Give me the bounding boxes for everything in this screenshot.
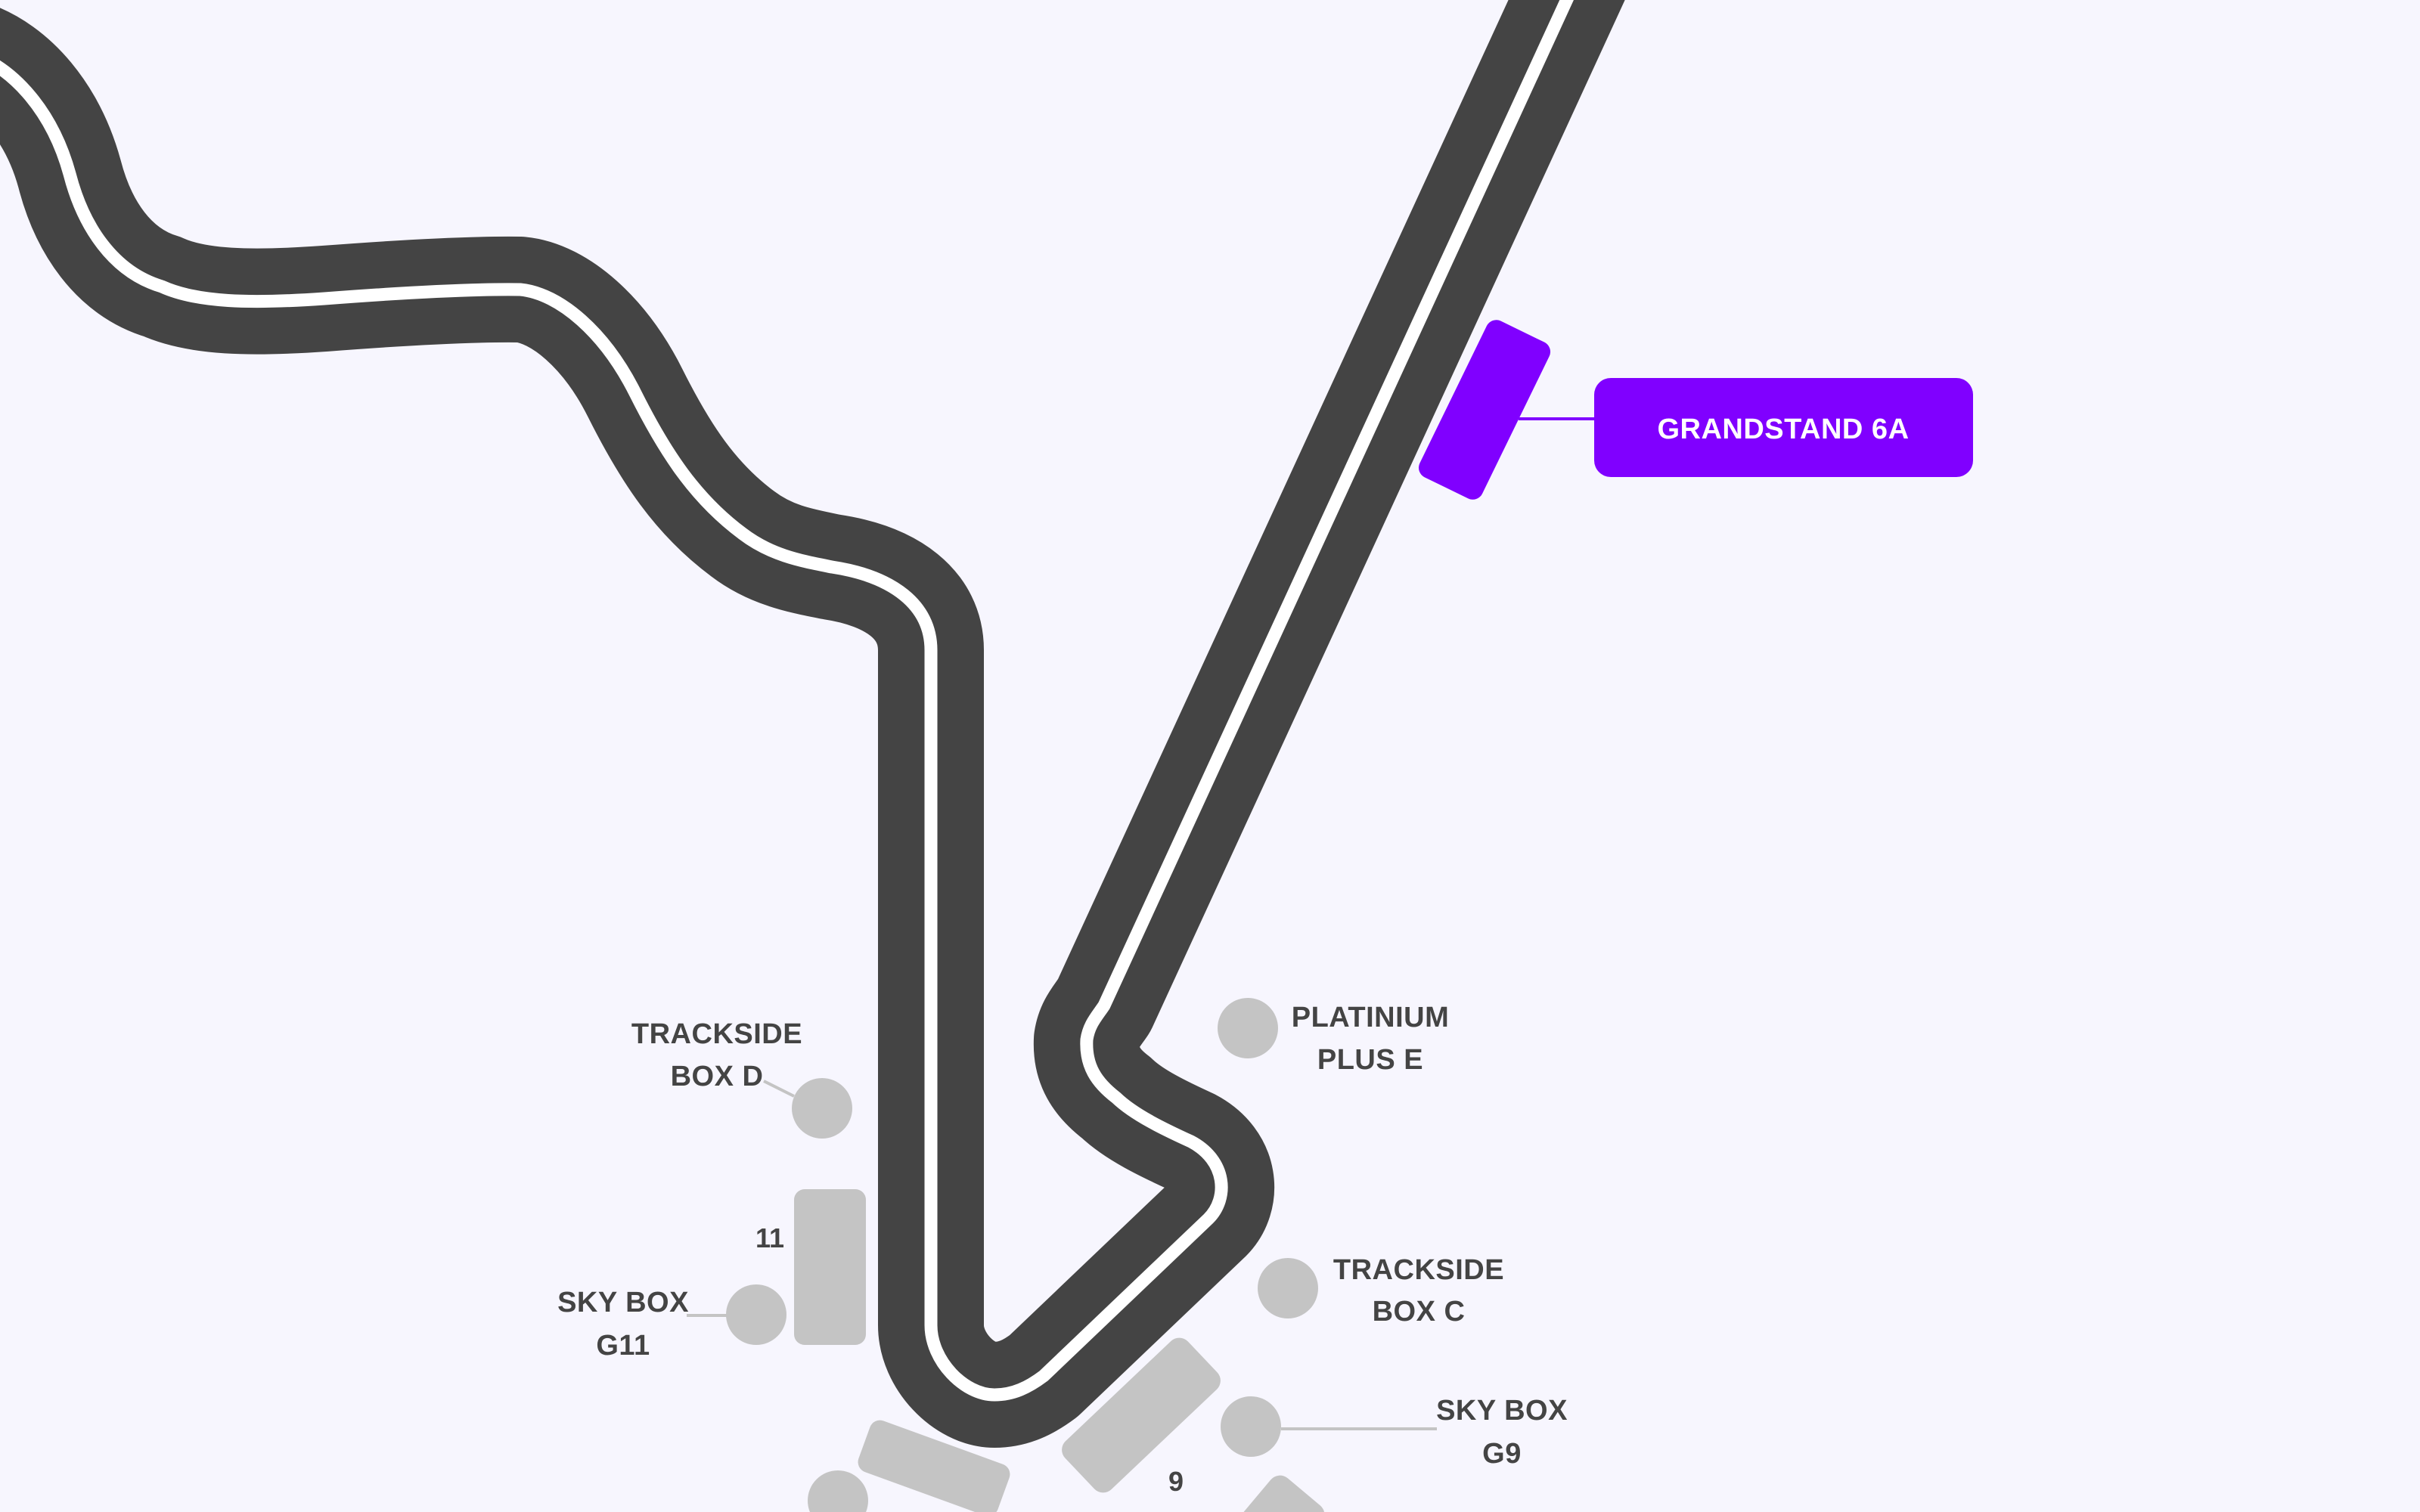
trackside-box-c-label-line1: TRACKSIDE	[1333, 1254, 1504, 1286]
sky-box-g11-label-line1: SKY BOX	[557, 1287, 689, 1318]
track-center-line	[0, 0, 1581, 1395]
stand-bottom-left[interactable]	[855, 1418, 1013, 1512]
trackside-box-c-label-line2: BOX C	[1373, 1296, 1466, 1328]
stand-bottom-left-marker[interactable]	[808, 1470, 868, 1512]
zone-trackside-box-c[interactable]: TRACKSIDE BOX C	[1258, 1254, 1504, 1328]
sky-box-g11-label-line2: G11	[596, 1330, 650, 1362]
turn-9-number: 9	[1168, 1466, 1184, 1497]
trackside-box-d-leader-line	[763, 1080, 795, 1098]
section-11[interactable]: 11	[755, 1189, 866, 1345]
trackside-box-d-label-line1: TRACKSIDE	[631, 1018, 802, 1050]
trackside-box-d-marker[interactable]	[792, 1078, 852, 1139]
bottom-stands[interactable]	[808, 1418, 1329, 1512]
race-track	[0, 0, 1625, 1448]
section-11-stand[interactable]	[794, 1189, 866, 1345]
section-9-stand[interactable]	[1056, 1333, 1225, 1498]
section-9[interactable]: 9	[1056, 1333, 1225, 1498]
sky-box-g11-marker[interactable]	[726, 1284, 786, 1345]
grandstand-6a-label: GRANDSTAND 6A	[1657, 414, 1909, 445]
zone-sky-box-g9[interactable]: SKY BOX G9	[1221, 1395, 1568, 1470]
platinium-plus-e-marker[interactable]	[1218, 998, 1278, 1058]
sky-box-g9-label-line2: G9	[1482, 1438, 1522, 1470]
platinium-plus-e-label-line1: PLATINIUM	[1292, 1002, 1450, 1033]
grandstand-6a-stand[interactable]	[1415, 316, 1554, 503]
trackside-box-d-label-line2: BOX D	[671, 1061, 764, 1092]
trackside-box-c-marker[interactable]	[1258, 1258, 1318, 1318]
grandstand-6a-label-box[interactable]	[1594, 378, 1973, 477]
platinium-plus-e-label-line2: PLUS E	[1317, 1044, 1423, 1076]
sky-box-g9-label-line1: SKY BOX	[1436, 1395, 1568, 1427]
grandstand-6a[interactable]: GRANDSTAND 6A	[1415, 316, 1973, 503]
zone-platinium-plus-e[interactable]: PLATINIUM PLUS E	[1218, 998, 1449, 1076]
zone-trackside-box-d[interactable]: TRACKSIDE BOX D	[631, 1018, 852, 1139]
turn-11-number: 11	[755, 1222, 784, 1253]
zone-sky-box-g11[interactable]: SKY BOX G11	[557, 1284, 786, 1362]
sky-box-g9-marker[interactable]	[1221, 1396, 1281, 1457]
